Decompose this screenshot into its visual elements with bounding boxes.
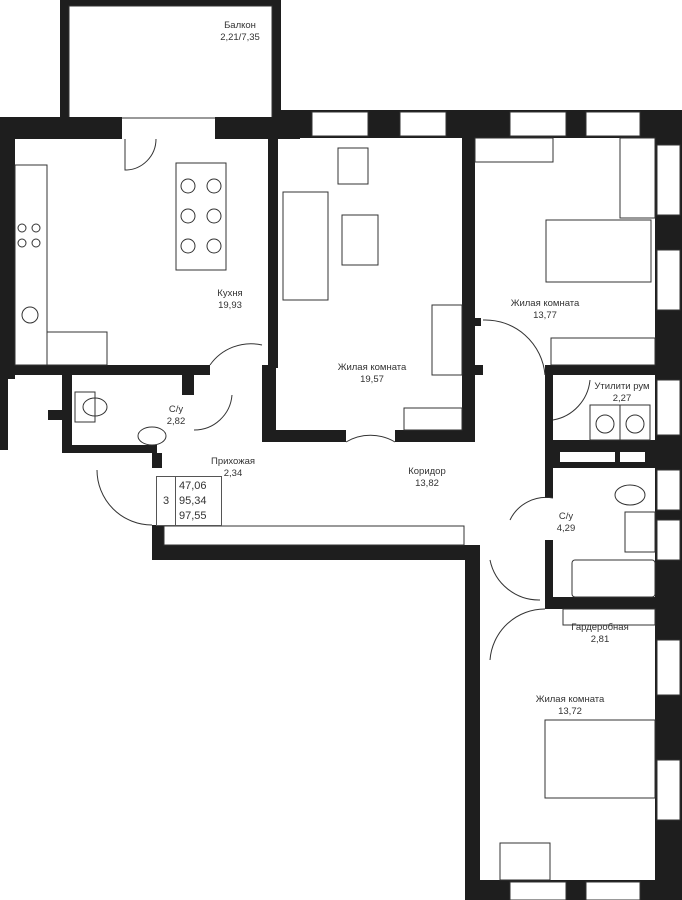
armchair <box>337 147 369 185</box>
balcony-walls <box>60 0 281 119</box>
furniture <box>14 137 656 881</box>
wardrobe <box>163 525 465 546</box>
duct <box>620 452 645 462</box>
apartment-summary: 3 47,06 95,34 97,55 <box>156 476 222 526</box>
total-area: 95,34 <box>179 494 207 507</box>
coffee-table <box>341 214 379 266</box>
bed <box>545 219 652 283</box>
dining-table <box>175 162 227 271</box>
bed <box>544 719 656 799</box>
duct <box>560 452 615 462</box>
living-area: 47,06 <box>179 479 207 492</box>
desk <box>474 137 554 163</box>
interior-walls <box>0 138 655 609</box>
bathtub <box>571 559 656 598</box>
desk <box>431 304 463 376</box>
kitchen-counter <box>14 164 48 366</box>
door-swings <box>96 138 591 661</box>
sofa <box>282 191 329 301</box>
rooms-count: 3 <box>157 477 176 525</box>
total-area-with-balcony: 97,55 <box>179 509 207 522</box>
windows <box>311 111 681 900</box>
